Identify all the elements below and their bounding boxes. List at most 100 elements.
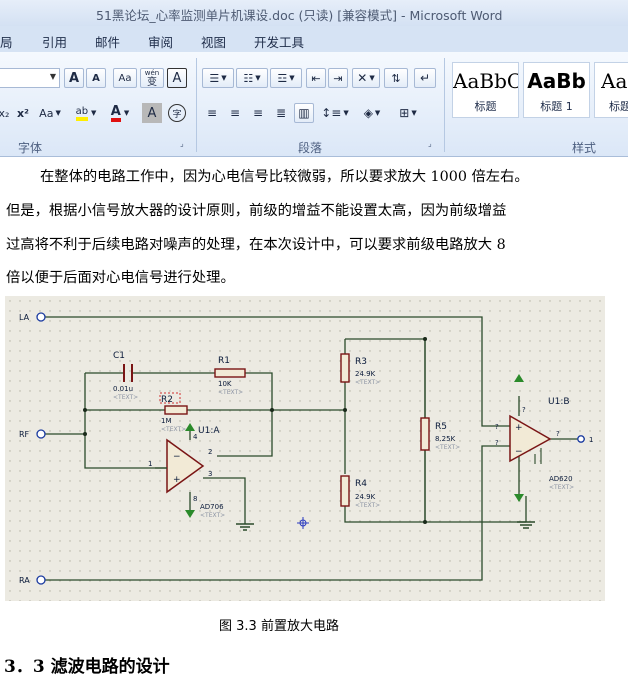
distribute-button[interactable]: ▥ [294, 103, 314, 123]
chinese-layout-button[interactable]: ✕▼ [352, 68, 380, 88]
borders-button[interactable]: ⊞▼ [392, 103, 424, 123]
enclose-characters-button[interactable]: 字 [166, 103, 188, 123]
change-case-button[interactable]: Aa▼ [39, 106, 61, 120]
svg-text:24.9K: 24.9K [355, 493, 376, 501]
multilevel-list-button[interactable]: ☲▼ [270, 68, 302, 88]
group-separator [196, 58, 197, 152]
svg-text:R5: R5 [435, 422, 447, 432]
terminal-ra[interactable]: RA [19, 575, 46, 585]
svg-text:LA: LA [19, 313, 30, 322]
tab-developer[interactable]: 开发工具 [254, 35, 305, 50]
multilevel-list-icon: ☲ [277, 71, 288, 85]
svg-text:<TEXT>: <TEXT> [113, 394, 138, 401]
junction-dots [83, 337, 427, 524]
subscript-button[interactable]: x₂ [0, 106, 10, 120]
superscript-button[interactable]: x² [17, 106, 29, 120]
chevron-down-icon: ▼ [411, 109, 417, 117]
svg-text:R2: R2 [161, 395, 173, 405]
style-title[interactable]: AaBbC 标题 [452, 62, 519, 118]
shading-button[interactable]: ◈▼ [356, 103, 388, 123]
chevron-down-icon: ▼ [91, 109, 97, 117]
character-border-button[interactable]: A [167, 68, 187, 88]
svg-text:<TEXT>: <TEXT> [161, 426, 186, 433]
svg-text:?: ? [495, 423, 499, 431]
bullets-button[interactable]: ☰▼ [202, 68, 234, 88]
decrease-indent-button[interactable]: ⇤ [306, 68, 326, 88]
clear-format-button[interactable]: Aa [113, 68, 137, 88]
numbering-button[interactable]: ☷▼ [236, 68, 268, 88]
origin-marker-icon [297, 517, 309, 529]
chevron-down-icon: ▼ [255, 74, 261, 82]
supply-arrow-down [514, 494, 524, 502]
svg-text:R3: R3 [355, 357, 367, 367]
chevron-down-icon: ▼ [55, 109, 61, 117]
terminal-rf[interactable]: RF [19, 429, 46, 439]
style-heading-2[interactable]: AaI 标题 [594, 62, 628, 118]
show-marks-button[interactable]: ↵ [414, 68, 436, 88]
tab-references[interactable]: 引用 [42, 35, 68, 50]
preamp-schematic[interactable]: LA RF RA C1 0.01u <TEXT> R1 10K <TEXT> R… [5, 296, 605, 601]
chevron-down-icon: ▼ [369, 74, 375, 82]
body-line-4: 倍以便于后面对心电信号进行处理。 [6, 270, 235, 286]
align-right-icon: ≡ [252, 106, 264, 120]
supply-arrow-up [514, 374, 524, 382]
svg-text:2: 2 [208, 448, 212, 456]
justify-button[interactable]: ≣ [271, 103, 291, 123]
align-left-button[interactable]: ≡ [202, 103, 222, 123]
svg-text:<TEXT>: <TEXT> [200, 512, 225, 519]
svg-text:1: 1 [589, 436, 593, 444]
sort-button[interactable]: ⇅ [384, 68, 408, 88]
svg-text:RA: RA [19, 576, 30, 585]
svg-text:R1: R1 [218, 356, 230, 366]
font-color-button[interactable]: A ▼ [105, 103, 135, 123]
ground-symbols [236, 521, 535, 531]
grow-font-button[interactable]: A [64, 68, 84, 88]
svg-text:U1:B: U1:B [548, 397, 570, 407]
svg-text:<TEXT>: <TEXT> [218, 389, 243, 396]
svg-text:<TEXT>: <TEXT> [355, 379, 380, 386]
dialog-launcher-icon[interactable]: ⌟ [180, 139, 184, 148]
style-heading-1[interactable]: AaBb 标题 1 [523, 62, 590, 118]
svg-text:RF: RF [19, 430, 30, 439]
opamp-u1a[interactable]: − + U1:A 1 2 3 4 8 AD706 <TEXT> [148, 426, 225, 519]
output-terminal[interactable]: 1 [577, 435, 594, 444]
resistor-r1[interactable]: R1 10K <TEXT> [214, 356, 246, 396]
align-right-button[interactable]: ≡ [248, 103, 268, 123]
outdent-icon: ⇤ [311, 71, 321, 85]
tab-mailings[interactable]: 邮件 [95, 35, 121, 50]
tab-layout[interactable]: 局 [0, 35, 13, 50]
font-size-combo[interactable]: ▼ [0, 68, 60, 88]
character-shading-button[interactable]: A [142, 103, 162, 123]
tab-review[interactable]: 审阅 [148, 35, 174, 50]
align-left-icon: ≡ [206, 106, 218, 120]
window-title: 51黑论坛_心率监测单片机课设.doc (只读) [兼容模式] - Micros… [96, 8, 503, 23]
align-center-button[interactable]: ≡ [225, 103, 245, 123]
terminal-la[interactable]: LA [19, 312, 46, 322]
dialog-launcher-icon[interactable]: ⌟ [428, 139, 432, 148]
phonetic-guide-button[interactable]: wén 变 [140, 68, 164, 88]
resistor-r4[interactable]: R4 24.9K <TEXT> [340, 475, 380, 509]
body-line-3: 过高将不利于后续电路对噪声的处理，在本次设计中，可以要求前级电路放大 8 [6, 237, 506, 253]
resistor-r2[interactable]: R2 1M <TEXT> [159, 392, 195, 433]
justify-icon: ≣ [275, 106, 287, 120]
body-line-2: 但是，根据小信号放大器的设计原则，前级的增益不能设置太高，因为前级增益 [6, 203, 507, 219]
increase-indent-button[interactable]: ⇥ [328, 68, 348, 88]
chevron-down-icon: ▼ [123, 109, 130, 117]
paint-bucket-icon: ◈ [363, 106, 373, 120]
supply-arrow-up [185, 423, 195, 431]
tab-view[interactable]: 视图 [201, 35, 227, 50]
numbered-list-icon: ☷ [243, 71, 254, 85]
resistor-r3[interactable]: R3 24.9K <TEXT> [340, 353, 380, 386]
svg-text:8: 8 [193, 495, 197, 503]
resistor-r5[interactable]: R5 8.25K <TEXT> [420, 417, 460, 451]
bullet-list-icon: ☰ [209, 71, 220, 85]
instrumentation-amp-u1b[interactable]: + − U1:B ? ? ? ? AD620 <TEXT> [495, 397, 574, 491]
title-bar: 51黑论坛_心率监测单片机课设.doc (只读) [兼容模式] - Micros… [0, 0, 628, 26]
svg-text:?: ? [522, 406, 526, 414]
shrink-font-button[interactable]: A [86, 68, 106, 88]
highlight-button[interactable]: ab ▼ [70, 103, 102, 123]
line-spacing-button[interactable]: ↕≡▼ [320, 103, 350, 123]
svg-text:24.9K: 24.9K [355, 370, 376, 378]
svg-text:<TEXT>: <TEXT> [435, 444, 460, 451]
capacitor-c1[interactable]: C1 0.01u <TEXT> [113, 351, 140, 401]
